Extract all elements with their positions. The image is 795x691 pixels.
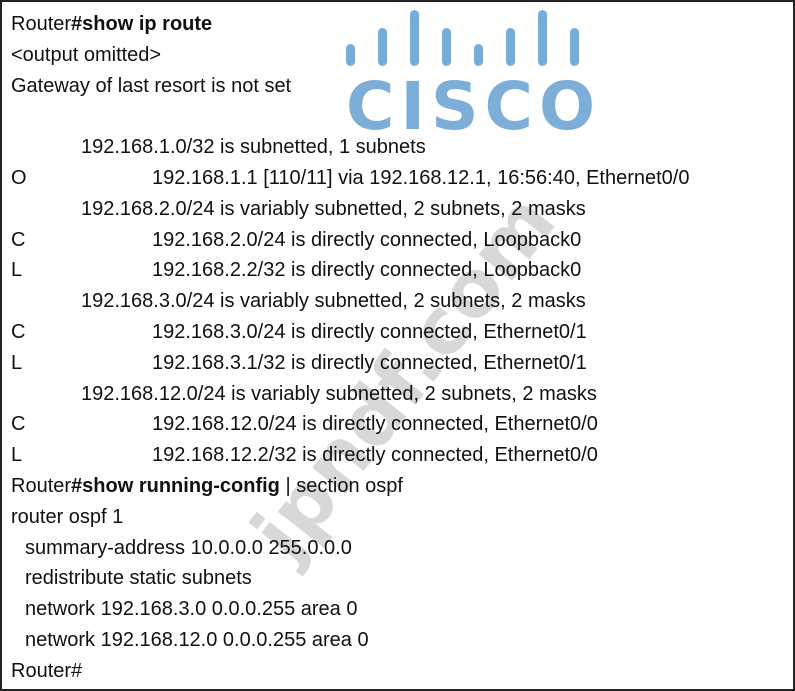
prompt: Router	[11, 13, 72, 35]
route-text: 192.168.12.0/24 is directly connected, E…	[152, 413, 598, 436]
route-code: L	[11, 351, 23, 374]
subnet-summary-line: 192.168.3.0/24 is variably subnetted, 2 …	[81, 290, 586, 313]
command-text: #show ip route	[71, 13, 213, 35]
logo-bar	[378, 28, 387, 66]
route-code: C	[11, 413, 26, 436]
route-text: 192.168.2.0/24 is directly connected, Lo…	[152, 228, 582, 251]
logo-bar	[346, 44, 355, 66]
route-text: 192.168.3.1/32 is directly connected, Et…	[152, 351, 587, 374]
route-entry: C 192.168.3.0/24 is directly connected, E…	[11, 317, 791, 348]
subnet-summary-line: 192.168.12.0/24 is variably subnetted, 2…	[81, 382, 597, 405]
config-line: summary-address 10.0.0.0 255.0.0.0	[25, 536, 352, 559]
route-entry: C 192.168.2.0/24 is directly connected, L…	[11, 225, 791, 256]
command-line-show-running-config: Router#show running-config | section osp…	[11, 471, 791, 502]
logo-bar	[506, 28, 515, 66]
terminal-output: Router#show ip route <output omitted> Ga…	[11, 9, 791, 687]
config-line: network 192.168.12.0 0.0.0.255 area 0	[25, 628, 369, 651]
route-code: O	[11, 166, 27, 189]
route-entry: O 192.168.1.1 [110/11] via 192.168.12.1, …	[11, 163, 791, 194]
subnet-summary-line: 192.168.1.0/32 is subnetted, 1 subnets	[81, 136, 426, 159]
output-omitted-line: <output omitted>	[11, 43, 162, 66]
route-text: 192.168.12.2/32 is directly connected, E…	[152, 444, 598, 467]
route-text: 192.168.3.0/24 is directly connected, Et…	[152, 320, 587, 343]
route-code: L	[11, 259, 23, 282]
route-text: 192.168.1.1 [110/11] via 192.168.12.1, 1…	[152, 166, 690, 189]
cisco-logo: CISCO	[342, 6, 595, 142]
route-text: 192.168.2.2/32 is directly connected, Lo…	[152, 259, 582, 282]
config-line: redistribute static subnets	[25, 567, 252, 590]
command-line-show-ip-route: Router#show ip route	[11, 9, 791, 40]
route-entry: L 192.168.2.2/32 is directly connected, L…	[11, 255, 791, 286]
route-code: C	[11, 320, 26, 343]
logo-bar	[538, 10, 547, 66]
command-filter: | section ospf	[279, 474, 403, 497]
config-line: network 192.168.3.0 0.0.0.255 area 0	[25, 598, 358, 621]
command-text: #show running-config	[71, 474, 280, 497]
logo-bar	[570, 28, 579, 66]
final-prompt[interactable]: Router#	[11, 659, 83, 682]
cisco-logo-word: CISCO	[346, 68, 602, 145]
logo-bar	[410, 10, 419, 66]
prompt: Router	[11, 474, 72, 497]
subnet-summary-line: 192.168.2.0/24 is variably subnetted, 2 …	[81, 197, 586, 220]
logo-bar	[474, 44, 483, 66]
logo-bar	[442, 28, 451, 66]
cisco-logo-bars	[342, 6, 582, 66]
route-entry: L 192.168.3.1/32 is directly connected, E…	[11, 348, 791, 379]
gateway-line: Gateway of last resort is not set	[11, 74, 292, 97]
route-code: C	[11, 228, 26, 251]
route-code: L	[11, 444, 23, 467]
config-header-line: router ospf 1	[11, 505, 124, 528]
route-entry: C 192.168.12.0/24 is directly connected, …	[11, 409, 791, 440]
route-entry: L 192.168.12.2/32 is directly connected, …	[11, 440, 791, 471]
